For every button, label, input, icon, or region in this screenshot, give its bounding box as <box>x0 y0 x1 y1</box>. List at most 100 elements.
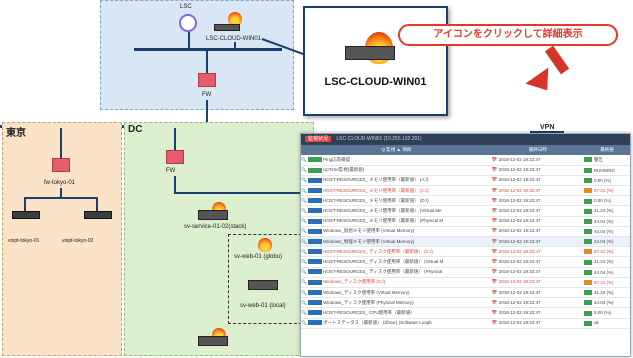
search-icon[interactable]: 🔍 <box>301 187 307 193</box>
col-time-header[interactable]: 最終日時 <box>491 145 584 155</box>
table-row[interactable]: 🔍 Windows_ディスク使用率 (Virtual Memory)📅 2018… <box>301 287 630 299</box>
search-icon[interactable]: 🔍 <box>301 320 307 326</box>
search-icon[interactable]: 🔍 <box>301 248 307 254</box>
item-cell[interactable]: 🔍 Ping応答確認 <box>301 155 492 166</box>
value-text: RUNNING <box>593 167 615 173</box>
table-row[interactable]: 🔍 HOST-RESOURCES_ メモリ使用率（最新値） (A:/)📅 201… <box>301 175 630 187</box>
item-cell[interactable]: 🔍 Windows_物理メモリ使用率 (Virtual Memory) <box>301 236 492 248</box>
time-value: 2018-12-02 19:22:47 <box>498 228 541 234</box>
time-value: 2018-12-02 19:22:47 <box>498 289 541 295</box>
vpn-label: VPN <box>540 124 555 131</box>
item-cell[interactable]: 🔍 HOST-RESOURCES_ ディスク使用率（最新値） (Virtual … <box>301 256 492 268</box>
search-icon[interactable]: 🔍 <box>301 156 307 162</box>
col-value-header[interactable]: 最終値 <box>583 145 630 155</box>
clock-icon[interactable] <box>179 14 197 32</box>
search-icon[interactable]: 🔍 <box>301 279 307 285</box>
status-badge <box>583 269 592 275</box>
table-row[interactable]: 🔍 Windows_ディスク使用率 (Physical Memory)📅 201… <box>301 297 630 309</box>
table-row[interactable]: 🔍 HOST-RESOURCES_ ディスク使用率（最新値） (Virtual … <box>301 256 630 268</box>
web-local-server-icon[interactable] <box>248 280 278 290</box>
value-cell: 44.04 (%) <box>583 216 630 227</box>
dc-link <box>174 128 176 150</box>
table-row[interactable]: 🔍 HOST-RESOURCES_ メモリ使用率（最新値） (Virtual M… <box>301 205 630 217</box>
dc-fw-icon[interactable] <box>166 150 184 164</box>
status-badge <box>583 300 592 306</box>
severity-badge <box>307 300 322 306</box>
severity-badge <box>307 279 322 285</box>
search-icon[interactable]: 🔍 <box>301 228 307 234</box>
search-icon[interactable]: 🔍 <box>301 258 307 264</box>
flame-icon[interactable] <box>258 238 272 252</box>
item-cell[interactable]: 🔍 HOST-RESOURCES_ ディスク使用率（最新値） (C:/) <box>301 246 492 258</box>
value-cell: 44.04 (%) <box>583 297 630 309</box>
search-icon[interactable]: 🔍 <box>301 218 307 224</box>
tokyo-fw-icon[interactable] <box>52 158 70 172</box>
search-icon[interactable]: 🔍 <box>301 299 307 305</box>
search-icon[interactable]: 🔍 <box>301 309 307 315</box>
value-cell: RUNNING <box>583 165 630 176</box>
item-cell[interactable]: 🔍 Windows_仮想メモリ使用率 (Virtual Memory) <box>301 226 492 238</box>
service-server-icon[interactable] <box>198 210 228 220</box>
item-cell[interactable]: 🔍 HOST-RESOURCES_ ディスク使用率（最新値） (Physical <box>301 267 492 278</box>
item-name: ポートステータス（最新値） (Zbsor) (Software Loopb <box>323 320 432 326</box>
search-icon[interactable]: 🔍 <box>301 269 307 275</box>
cloud-server-icon[interactable] <box>214 24 240 31</box>
item-name: HOST-RESOURCES_ メモリ使用率（最新値） (Physical M <box>323 218 444 224</box>
lsc-label: LSC <box>180 4 192 10</box>
cloud-server-label: LSC-CLOUD-WIN01 <box>206 36 262 42</box>
table-row[interactable]: 🔍 Windows_物理メモリ使用率 (Virtual Memory)📅 201… <box>301 236 630 248</box>
item-cell[interactable]: 🔍 HOST-RESOURCES_ メモリ使用率（最新値） (Physical … <box>301 216 492 227</box>
web-label: sv-web-01 (globu) <box>234 254 283 260</box>
search-icon[interactable]: 🔍 <box>301 197 307 203</box>
table-row[interactable]: 🔍 HOST-RESOURCES_ メモリ使用率（最新値） (Physical … <box>301 216 630 227</box>
item-name: Windows_ディスク使用率 (C:/) <box>323 279 386 285</box>
item-cell[interactable]: 🔍 Windows_ディスク使用率 (C:/) <box>301 277 492 288</box>
item-cell[interactable]: 🔍 ポートステータス（最新値） (Zbsor) (Software Loopb <box>301 318 492 329</box>
status-badge <box>583 229 592 235</box>
value-cell: 87.21 (%) <box>583 185 630 197</box>
item-cell[interactable]: 🔍 Windows_ディスク使用率 (Virtual Memory) <box>301 287 492 299</box>
detail-panel[interactable]: 監視状況 LSC-CLOUD-WIN01 (10.255.132.201) Q … <box>300 133 631 357</box>
search-icon[interactable]: 🔍 <box>301 238 307 244</box>
severity-badge <box>307 259 322 265</box>
item-cell[interactable]: 🔍 HOST-RESOURCES_ メモリ使用率（最新値） (D:/) <box>301 195 492 207</box>
table-row[interactable]: 🔍 HOST-RESOURCES_ CPU使用率（最新値）📅 2018-12-0… <box>301 307 630 319</box>
dc-fw-label: FW <box>166 168 176 174</box>
cloud-link <box>234 42 236 48</box>
cloud-fw-icon[interactable] <box>198 73 216 87</box>
search-icon[interactable]: 🔍 <box>301 208 307 214</box>
tokyo-switch-1-icon[interactable] <box>12 211 40 219</box>
flame-icon[interactable] <box>228 12 242 26</box>
tokyo-bus-line <box>24 197 98 199</box>
time-cell: 📅 2018-12-02 19:22:47 <box>491 256 584 268</box>
item-cell[interactable]: 🔍 UpTime監視(最新値) <box>301 165 492 176</box>
time-value: 2018-12-02 19:22:47 <box>498 156 541 162</box>
table-row[interactable]: 🔍 Windows_ディスク使用率 (C:/)📅 2018-12-02 19:2… <box>301 277 630 288</box>
time-cell: 📅 2018-12-02 19:22:47 <box>491 246 584 258</box>
item-cell[interactable]: 🔍 HOST-RESOURCES_ CPU使用率（最新値） <box>301 307 492 319</box>
item-cell[interactable]: 🔍 HOST-RESOURCES_ メモリ使用率（最新値） (C:/) <box>301 185 492 197</box>
item-cell[interactable]: 🔍 HOST-RESOURCES_ メモリ使用率（最新値） (Virtual M… <box>301 205 492 217</box>
col-item-header[interactable]: Q 監視 ▲ 項目 <box>301 145 492 155</box>
item-cell[interactable]: 🔍 Windows_ディスク使用率 (Physical Memory) <box>301 297 492 309</box>
search-icon[interactable]: 🔍 <box>301 289 307 295</box>
item-name: HOST-RESOURCES_ メモリ使用率（最新値） (Virtual Me <box>323 208 442 214</box>
time-cell: 📅 2018-12-02 19:22:47 <box>491 205 584 217</box>
table-row[interactable]: 🔍 HOST-RESOURCES_ ディスク使用率（最新値） (C:/)📅 20… <box>301 246 630 258</box>
search-icon[interactable]: 🔍 <box>301 167 307 173</box>
item-cell[interactable]: 🔍 HOST-RESOURCES_ メモリ使用率（最新値） (A:/) <box>301 175 492 187</box>
table-row[interactable]: 🔍 HOST-RESOURCES_ ディスク使用率（最新値） (Physical… <box>301 267 630 278</box>
table-row[interactable]: 🔍 ポートステータス（最新値） (Zbsor) (Software Loopb📅… <box>301 318 630 329</box>
zoom-inset[interactable]: LSC-CLOUD-WIN01 <box>303 6 448 116</box>
table-row[interactable]: 🔍 HOST-RESOURCES_ メモリ使用率（最新値） (C:/)📅 201… <box>301 185 630 197</box>
tokyo-switch-2-icon[interactable] <box>84 211 112 219</box>
table-row[interactable]: 🔍 HOST-RESOURCES_ メモリ使用率（最新値） (D:/)📅 201… <box>301 195 630 207</box>
tokyo-link <box>24 197 26 211</box>
search-icon[interactable]: 🔍 <box>301 177 307 183</box>
table-row[interactable]: 🔍 Windows_仮想メモリ使用率 (Virtual Memory)📅 201… <box>301 226 630 238</box>
time-cell: 📅 2018-12-02 19:22:47 <box>491 318 584 329</box>
dc-server-icon[interactable] <box>198 336 228 346</box>
tokyo-link <box>96 197 98 211</box>
